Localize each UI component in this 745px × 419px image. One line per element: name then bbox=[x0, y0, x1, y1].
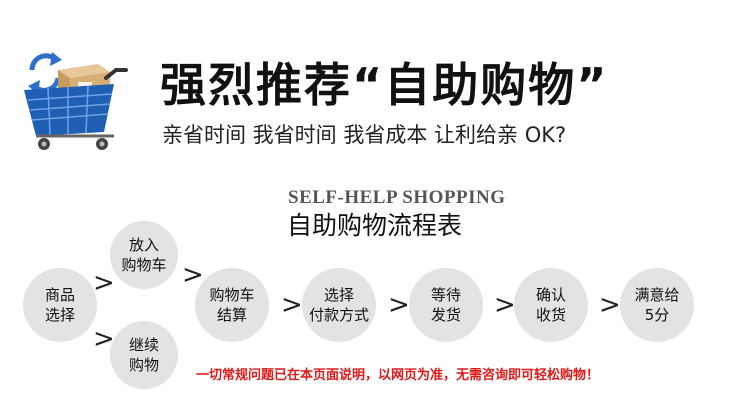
shopping-cart-icon bbox=[24, 52, 128, 150]
headline: 强烈推荐“自助购物” bbox=[160, 58, 609, 112]
subline: 亲省时间 我省时间 我省成本 让利给亲 OK? bbox=[162, 123, 567, 147]
step-label: 继续 购物 bbox=[128, 336, 159, 374]
step-label: 放入 购物车 bbox=[121, 236, 167, 274]
notice-text: 一切常规问题已在本页面说明，以网页为准，无需咨询即可轻松购物！ bbox=[196, 368, 600, 383]
arrow-right-icon: > bbox=[93, 268, 115, 298]
step-label: 商品 选择 bbox=[44, 286, 75, 324]
step-label: 购物车 结算 bbox=[209, 286, 255, 324]
arrow-right-icon: > bbox=[182, 260, 204, 290]
step-confirm-receipt: 确认 收货 bbox=[514, 268, 588, 342]
step-product-select: 商品 选择 bbox=[23, 268, 97, 342]
step-await-shipping: 等待 发货 bbox=[409, 268, 483, 342]
arrow-right-icon: > bbox=[388, 290, 410, 320]
step-choose-payment: 选择 付款方式 bbox=[302, 268, 376, 342]
step-add-to-cart: 放入 购物车 bbox=[110, 221, 178, 289]
flow-title-cn: 自助购物流程表 bbox=[287, 211, 463, 240]
arrow-right-icon: > bbox=[599, 290, 621, 320]
step-label: 满意给 5分 bbox=[634, 286, 680, 324]
arrow-right-icon: > bbox=[93, 324, 115, 354]
step-continue-shopping: 继续 购物 bbox=[110, 321, 178, 389]
step-label: 确认 收货 bbox=[535, 286, 566, 324]
step-cart-checkout: 购物车 结算 bbox=[195, 268, 269, 342]
arrow-right-icon: > bbox=[494, 290, 516, 320]
step-label: 选择 付款方式 bbox=[308, 286, 369, 324]
step-label: 等待 发货 bbox=[430, 286, 461, 324]
arrow-right-icon: > bbox=[281, 290, 303, 320]
step-rate-five: 满意给 5分 bbox=[620, 268, 694, 342]
flow-title-en: SELF-HELP SHOPPING bbox=[288, 187, 506, 208]
